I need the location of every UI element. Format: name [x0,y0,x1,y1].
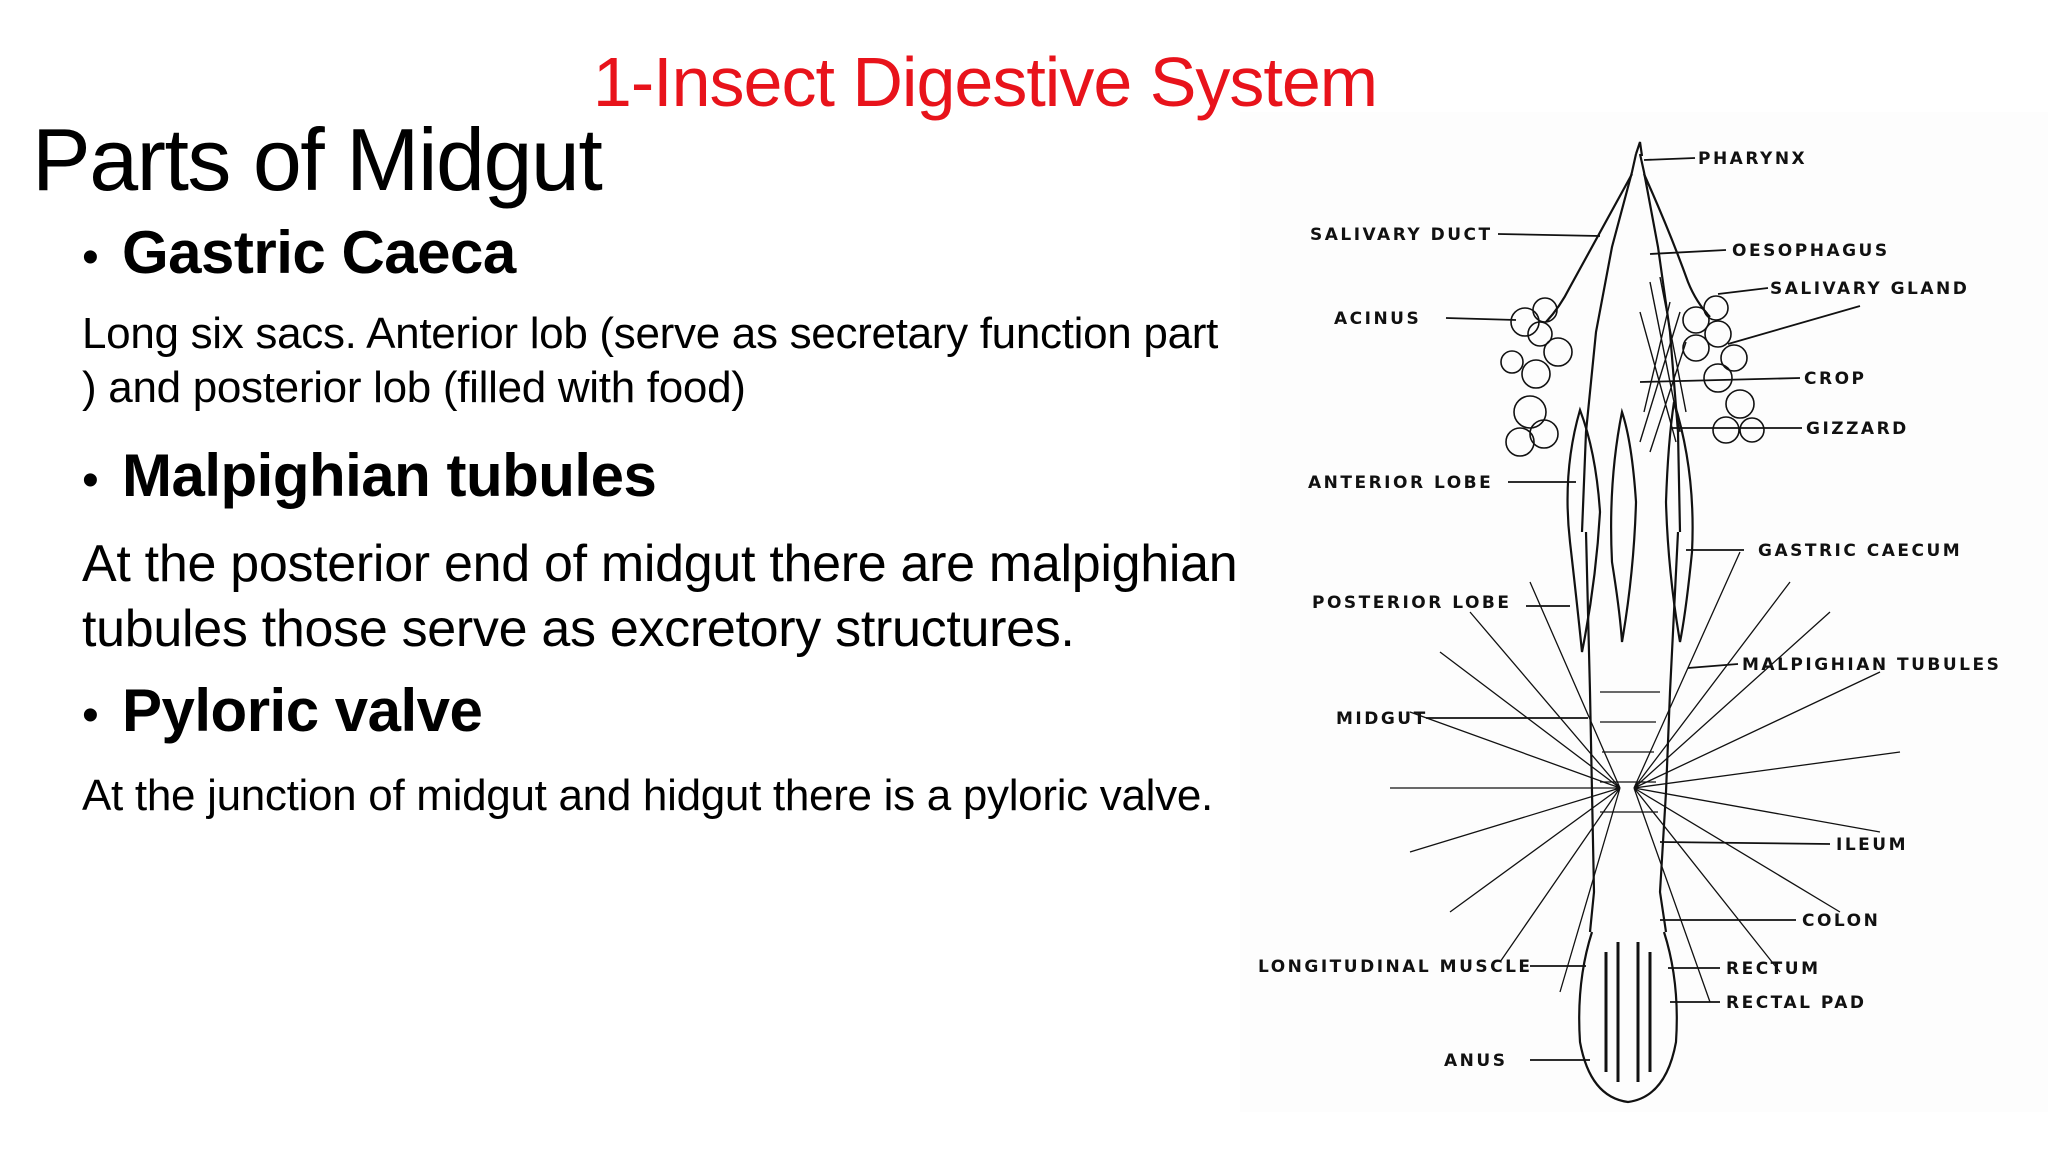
label-colon: COLON [1802,911,1880,931]
right-salivary-duct [1642,173,1711,318]
rectum-outline [1578,931,1678,1104]
bullet-malpighian-tubules: • Malpighian tubules [82,441,1242,516]
bullet-heading: Gastric Caeca [122,219,516,286]
bullet-gastric-caeca: • Gastric Caeca [82,218,1242,293]
gastric-caecum-lobe-center [1610,407,1638,643]
pharynx-tip [1634,141,1644,157]
midgut-rings [1600,691,1660,813]
label-ileum: ILEUM [1836,835,1908,855]
label-acinus: ACINUS [1334,309,1421,329]
label-oesophagus: OESOPHAGUS [1732,241,1890,261]
label-gizzard: GIZZARD [1806,419,1909,439]
left-salivary-duct [1545,173,1633,323]
label-salivary-duct: SALIVARY DUCT [1310,225,1493,245]
malpighian-tubules-description: At the posterior end of midgut there are… [82,535,1238,658]
label-anus: ANUS [1444,1051,1507,1071]
label-malpighian-tubules: MALPIGHIAN TUBULES [1742,655,2001,675]
rectal-pads [1604,942,1652,1082]
acinus-clusters [1500,295,1765,457]
label-rectal-pad: RECTAL PAD [1726,993,1867,1013]
bullet-dot-icon: • [82,689,99,742]
label-posterior-lobe: POSTERIOR LOBE [1312,593,1512,613]
diagram-background [1240,112,2048,1112]
label-anterior-lobe: ANTERIOR LOBE [1308,473,1493,493]
label-midgut: MIDGUT [1336,709,1428,729]
label-crop: CROP [1804,369,1866,389]
pyloric-valve-description: At the junction of midgut and hidgut the… [82,771,1213,820]
diagram-labels: PHARYNX SALIVARY DUCT OESOPHAGUS SALIVAR… [1258,149,2001,1071]
gastric-caecum-lobe-left [1566,406,1602,653]
gastric-caeca-description: Long six sacs. Anterior lob (serve as se… [82,309,1219,412]
label-longitudinal-muscle: LONGITUDINAL MUSCLE [1258,957,1533,977]
midgut-right-wall [1658,531,1680,933]
content-body: • Gastric Caeca Long six sacs. Anterior … [82,218,1242,823]
bullet-dot-icon: • [82,454,99,507]
gastric-caecum-lobe-right [1664,401,1694,643]
canal-right-wall [1638,153,1682,533]
label-pharynx: PHARYNX [1698,149,1807,169]
bullet-heading: Pyloric valve [122,677,483,744]
bullet-pyloric-valve: • Pyloric valve [82,676,1242,751]
bullet-dot-icon: • [82,231,99,284]
bullet-heading: Malpighian tubules [122,442,657,509]
digestive-system-diagram: PHARYNX SALIVARY DUCT OESOPHAGUS SALIVAR… [1240,112,2048,1112]
digestive-system-svg: PHARYNX SALIVARY DUCT OESOPHAGUS SALIVAR… [1240,112,2048,1112]
label-rectum: RECTUM [1726,959,1821,979]
midgut-left-wall [1584,531,1596,933]
section-heading: Parts of Midgut [32,110,603,209]
malpighian-tubules-drawing [1390,551,1901,1003]
label-leader-lines [1426,157,1861,1061]
label-gastric-caecum: GASTRIC CAECUM [1758,541,1962,561]
alimentary-canal-drawing [1390,141,1901,1104]
gizzard-hatching [1639,276,1687,453]
label-salivary-gland: SALIVARY GLAND [1770,279,1969,299]
canal-left-wall [1580,153,1638,533]
slide-title: 1-Insect Digestive System [592,43,1378,121]
